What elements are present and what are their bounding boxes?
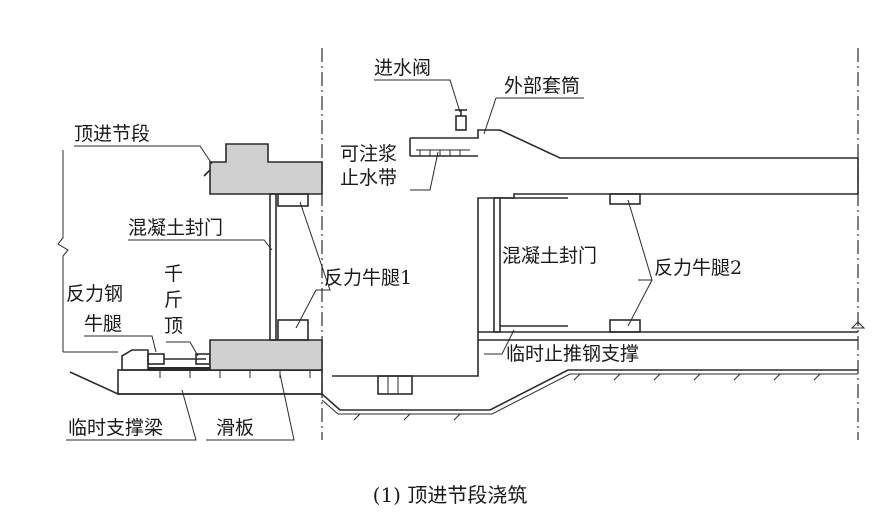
concrete-bulkhead-left [269, 193, 277, 341]
label-stop-push-brace: 临时止推钢支撑 [506, 343, 639, 365]
reaction-corbel-1-top [277, 193, 309, 207]
ground-hatch [353, 373, 821, 421]
label-concrete-bulkhead-left: 混凝土封门 [128, 217, 223, 239]
jacking-segment-top [209, 143, 323, 195]
left-break-line [57, 150, 69, 352]
label-jack-2: 斤 [164, 289, 183, 311]
label-outer-sleeve: 外部套筒 [504, 75, 580, 97]
reaction-corbel-2-bottom [609, 319, 641, 333]
label-reaction-steel-1: 反力钢 [66, 283, 123, 305]
leader-lines [66, 79, 653, 441]
concrete-bulkhead-right [493, 197, 501, 333]
label-reaction-corbel-2: 反力牛腿2 [654, 257, 742, 279]
groutable-waterstop [416, 149, 470, 156]
label-jack-1: 千 [164, 263, 183, 285]
support-block [377, 375, 413, 395]
label-reaction-steel-2: 牛腿 [84, 313, 122, 335]
reaction-steel-corbel [121, 349, 149, 371]
inlet-valve [455, 109, 467, 131]
jacking-segment-bottom [209, 339, 323, 371]
label-jacking-segment: 顶进节段 [74, 123, 150, 145]
label-concrete-bulkhead-right: 混凝土封门 [502, 245, 597, 267]
level-mark [850, 321, 866, 329]
label-temporary-support-beam: 临时支撑梁 [68, 417, 163, 439]
segment-corner [203, 169, 211, 177]
outer-sleeve [332, 129, 859, 377]
jack [147, 353, 211, 365]
ground-line-inner [321, 373, 858, 415]
figure-caption: (1) 顶进节段浇筑 [373, 483, 528, 507]
label-inlet-valve: 进水阀 [374, 57, 431, 79]
label-groutable-1: 可注浆 [340, 143, 397, 165]
label-slide-plate: 滑板 [216, 417, 254, 439]
reaction-corbel-2-top [609, 193, 641, 205]
reaction-corbel-1-bottom [277, 319, 309, 341]
label-reaction-corbel-1: 反力牛腿1 [324, 267, 412, 289]
label-groutable-2: 止水带 [340, 167, 397, 189]
label-jack-3: 顶 [164, 315, 183, 337]
